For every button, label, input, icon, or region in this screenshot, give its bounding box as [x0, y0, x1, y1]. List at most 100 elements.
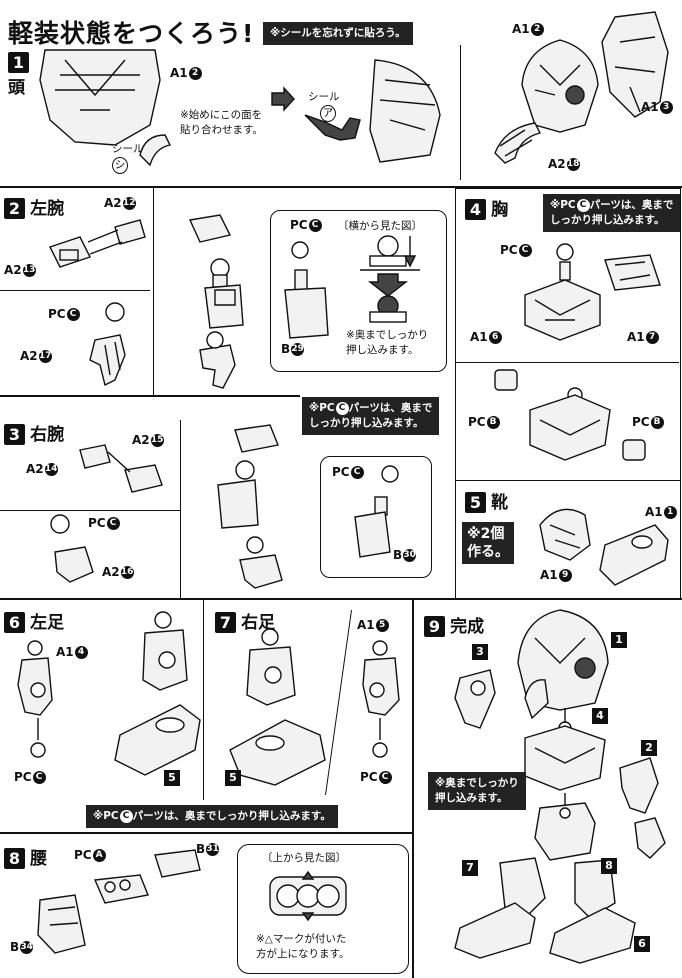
divider [412, 600, 414, 978]
ref-1: 1 [611, 632, 627, 648]
chest-parts-exploded [524, 243, 661, 341]
right-leg-assembly [229, 628, 326, 786]
divider [0, 395, 300, 397]
left-leg-assembly [114, 611, 201, 776]
ref-7: 7 [462, 860, 478, 876]
step4-number: 4 [465, 199, 486, 220]
left-arm-upper-parts [49, 219, 146, 268]
divider [153, 188, 154, 395]
step8-note-line1: ※△マークが付いた [256, 933, 347, 945]
step5-title: 靴 [491, 493, 509, 513]
step9-note-line2: 押し込みます。 [435, 792, 508, 804]
step6-number: 6 [4, 612, 25, 633]
ref-3: 3 [472, 644, 488, 660]
step8-header: 8 腰 [4, 844, 47, 869]
step3-detail-panel [320, 456, 432, 578]
step1-note-line2: 貼り合わせます。 [180, 124, 263, 136]
step1-note-line1: ※始めにこの面を [180, 109, 263, 121]
divider [0, 832, 412, 834]
make-two-line1: ※2個 [467, 526, 505, 542]
label-b30: B30 [393, 548, 417, 562]
press-in-diagram [360, 235, 420, 323]
step1-header: 1 頭 [8, 52, 29, 98]
label-a2-13: A213 [4, 263, 36, 277]
right-arm-assembled [217, 424, 283, 589]
step5-header: 5 靴 [465, 488, 508, 513]
label-a2-14: A214 [26, 462, 58, 476]
ref-2: 2 [641, 740, 657, 756]
make-two-line2: 作る。 [467, 544, 509, 560]
right-leg-part [362, 640, 400, 758]
right-arm-insert-detail [354, 465, 399, 558]
step2-note-line2: 押し込みます。 [346, 344, 419, 356]
step1-title: 頭 [8, 78, 25, 98]
step4-header: 4 胸 [465, 195, 508, 220]
step8-number: 8 [4, 848, 25, 869]
ref-6: 6 [634, 936, 650, 952]
step6-header: 6 左足 [4, 608, 64, 633]
pc-c-insert-detail [284, 241, 329, 339]
divider [180, 420, 181, 598]
divider [0, 290, 150, 291]
sticker-shi-part [139, 134, 172, 167]
ref-4: 4 [592, 708, 608, 724]
step1-exploded-area [460, 45, 682, 180]
label-b31: B31 [196, 842, 220, 856]
step7-number: 7 [215, 612, 236, 633]
side-view-detail-panel [270, 210, 447, 372]
step7-header: 7 右足 [215, 608, 275, 633]
step6-title: 左足 [30, 613, 65, 633]
divider [0, 186, 682, 188]
label-b34: B34 [10, 940, 34, 954]
top-view-panel [237, 844, 409, 974]
boot-parts [539, 508, 669, 586]
step9-note-line1: ※奥までしっかり [435, 777, 519, 789]
step3-title: 右腕 [30, 425, 65, 445]
sticker-shi-label: シールシ [112, 142, 144, 174]
step8-note-line2: 方が上になります。 [256, 948, 350, 960]
label-a2-15: A215 [132, 433, 164, 447]
step5-number: 5 [465, 492, 486, 513]
step3-header: 3 右腕 [4, 420, 64, 445]
divider [0, 510, 180, 511]
step4-title: 胸 [491, 200, 509, 220]
step9-note: ※奥までしっかり 押し込みます。 [428, 772, 526, 810]
label-a2-17: A217 [20, 349, 52, 363]
ref-step5-left: 5 [164, 770, 180, 786]
step2-note: ※奥までしっかり 押し込みます。 [346, 328, 428, 358]
chest-assembled-with-joints [494, 369, 646, 461]
label-a2-18: A218 [548, 157, 580, 171]
left-hand-part [89, 302, 126, 387]
step2-note-line1: ※奥までしっかり [346, 329, 429, 341]
step9-header: 9 完成 [424, 612, 484, 637]
label-a2-12: A212 [104, 196, 136, 210]
side-view-label: 〔横から見た図〕 [338, 220, 422, 232]
sticker-reminder-note: ※シールを忘れずに貼ろう。 [263, 22, 413, 45]
divider [0, 598, 682, 600]
step2-header: 2 左腕 [4, 194, 64, 219]
label-a2-16: A216 [102, 565, 134, 579]
step3-number: 3 [4, 424, 25, 445]
arrow-right-icon [271, 86, 295, 112]
divider [203, 600, 204, 800]
waist-top-view [269, 870, 347, 922]
step2-title: 左腕 [30, 199, 65, 219]
step9-number: 9 [424, 616, 445, 637]
ref-step5-right: 5 [225, 770, 241, 786]
step1-note: ※始めにこの面を 貼り合わせます。 [180, 108, 263, 138]
step2-number: 2 [4, 198, 25, 219]
